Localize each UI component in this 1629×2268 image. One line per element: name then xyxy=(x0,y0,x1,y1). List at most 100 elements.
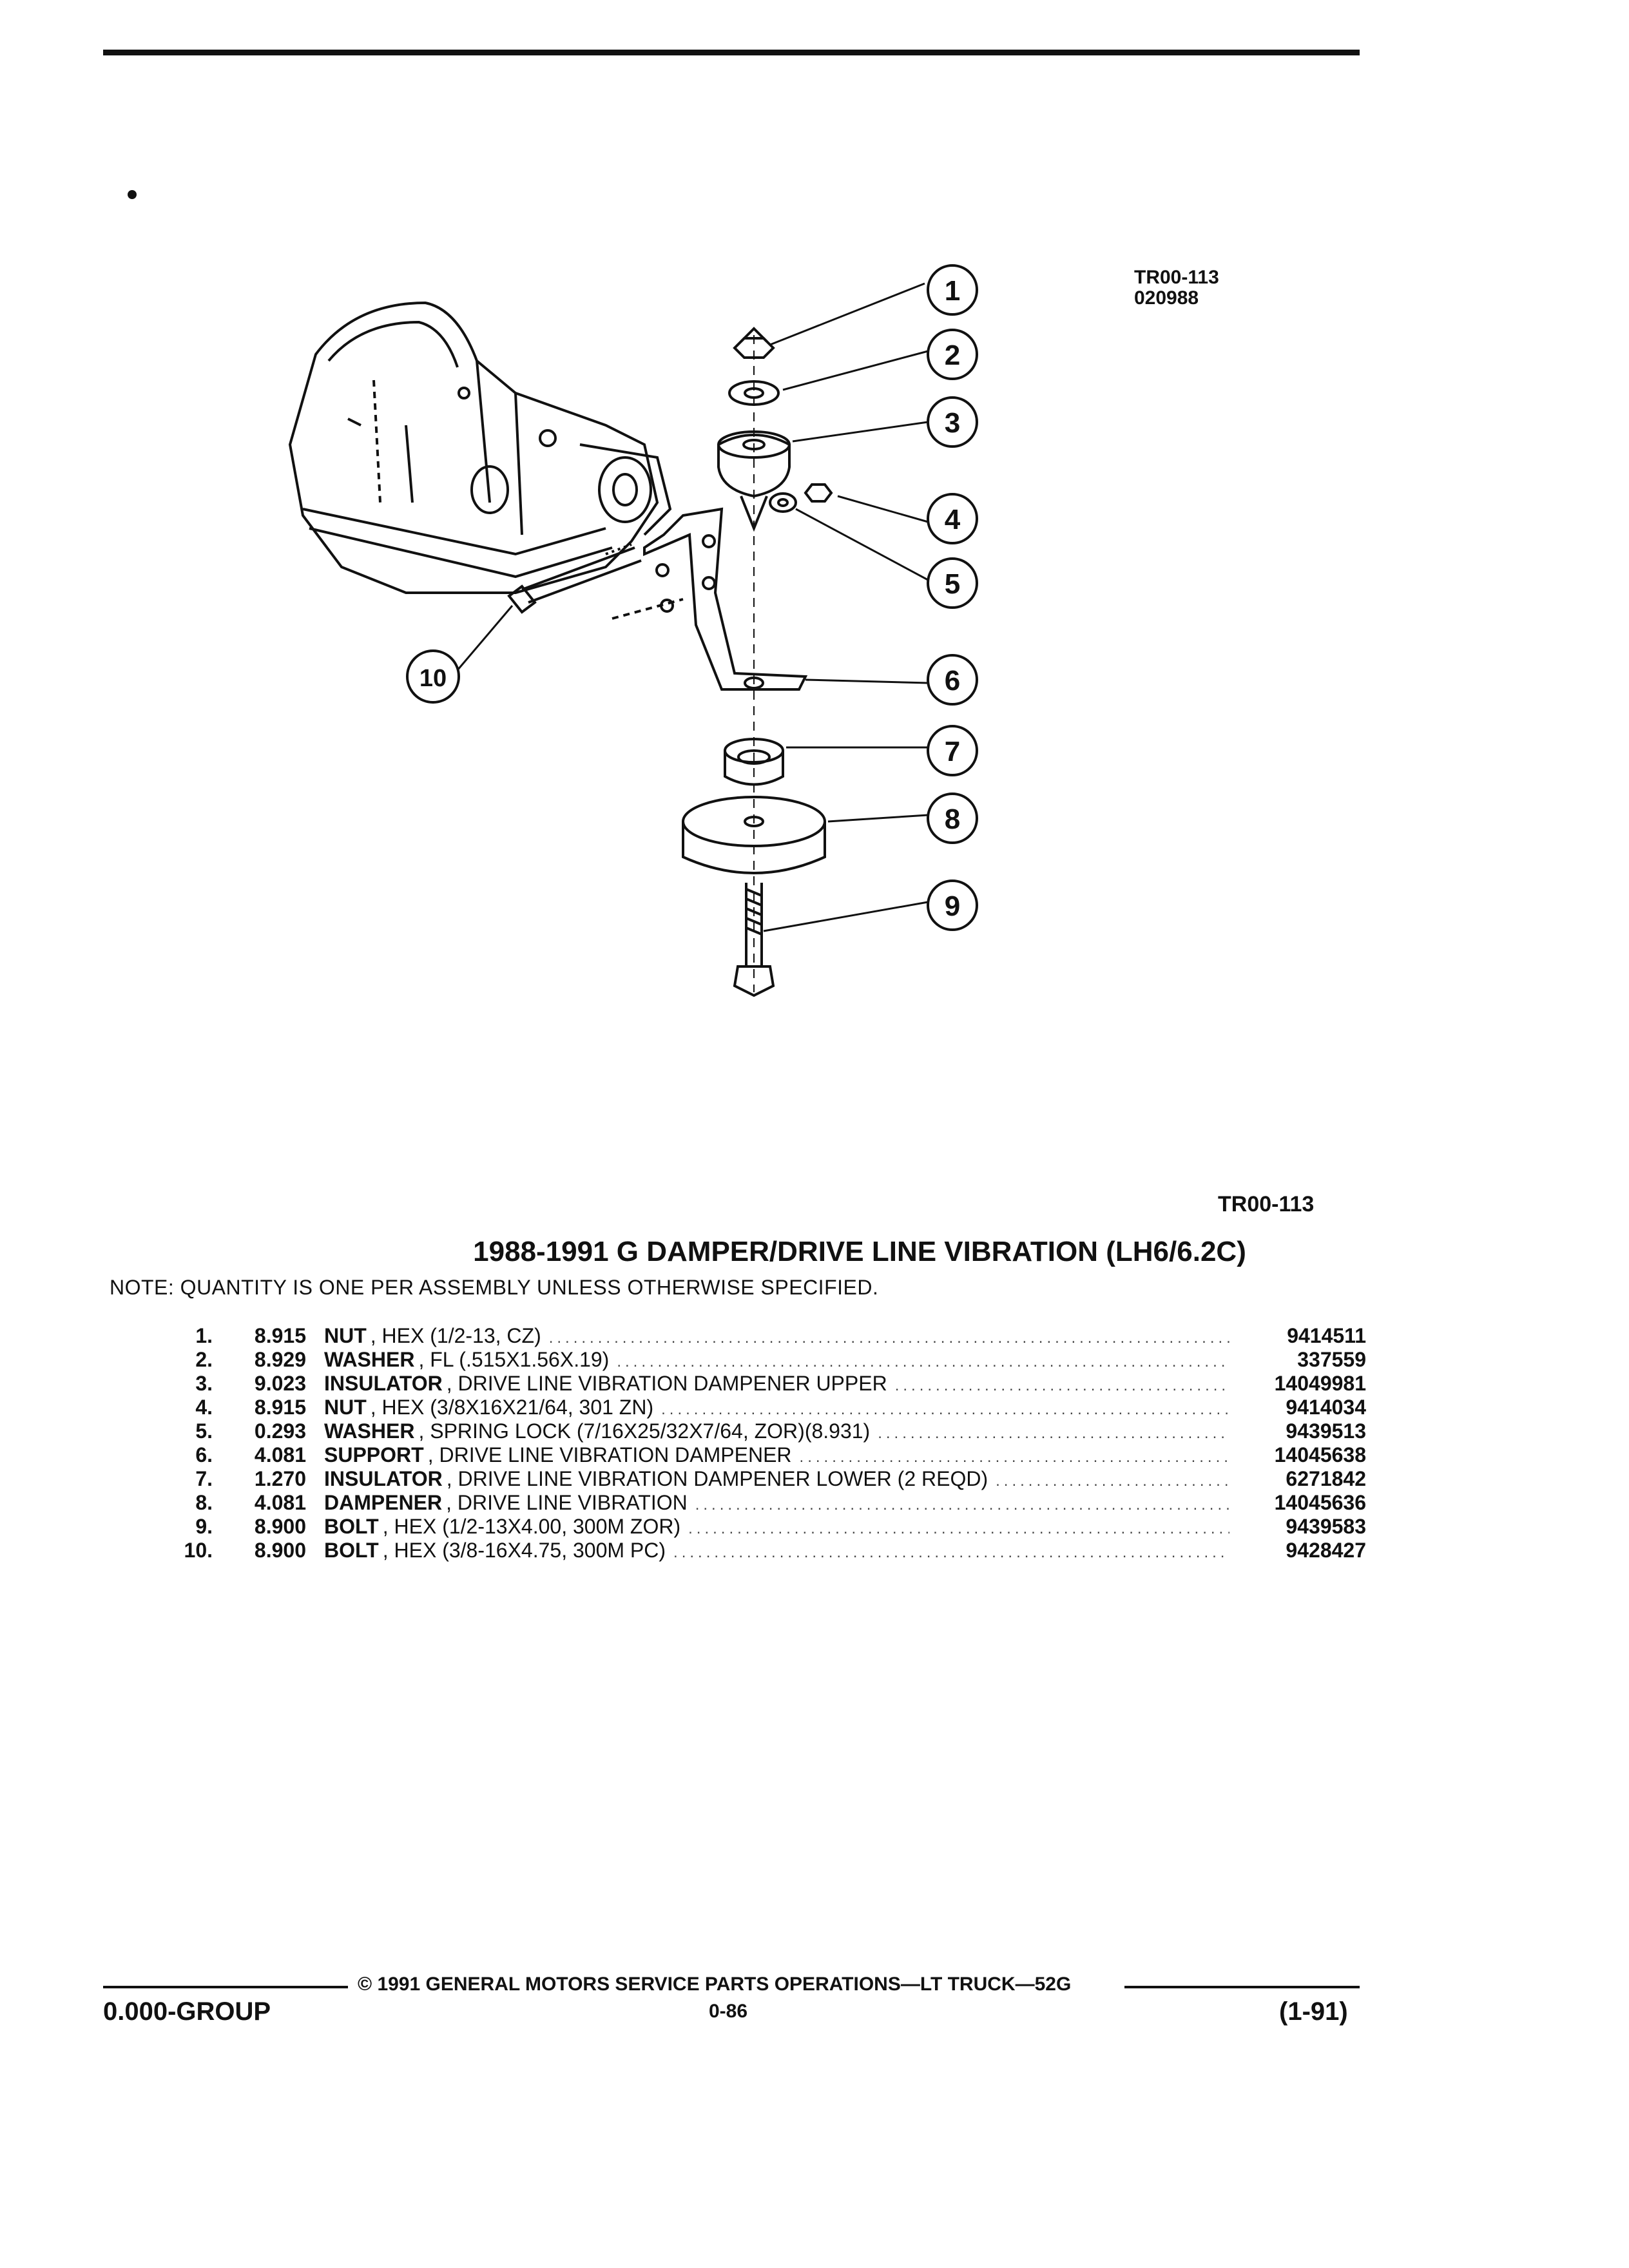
part-group-code: 1.270 xyxy=(254,1467,306,1490)
part-number-index: 10. xyxy=(184,1539,213,1562)
part-description: , DRIVE LINE VIBRATION DAMPENER xyxy=(427,1443,792,1466)
figure-date: 020988 xyxy=(1134,287,1199,309)
part-number: 6271842 xyxy=(1286,1467,1366,1490)
stacked-parts-illustration xyxy=(682,327,833,997)
leader-dots: ........................................… xyxy=(695,1496,1229,1514)
parts-row: 3. 9.023 INSULATOR, DRIVE LINE VIBRATION D… xyxy=(155,1372,1366,1396)
callout-5: 5 xyxy=(945,568,960,600)
footer-group: 0.000-GROUP xyxy=(103,1997,271,2026)
part-name: NUT xyxy=(324,1324,367,1347)
part-group-code: 8.915 xyxy=(254,1396,306,1419)
leader-dots: ........................................… xyxy=(617,1353,1229,1370)
footer-page-number: 0-86 xyxy=(709,2001,748,2022)
support-bracket-illustration xyxy=(612,507,808,691)
parts-row: 8. 4.081 DAMPENER, DRIVE LINE VIBRATION...… xyxy=(155,1491,1366,1515)
part-number: 14045636 xyxy=(1274,1491,1366,1514)
footer-rule-left xyxy=(103,1986,348,1988)
parts-row: 2. 8.929 WASHER, FL (.515X1.56X.19).......… xyxy=(155,1348,1366,1372)
part-description: , DRIVE LINE VIBRATION xyxy=(446,1491,688,1514)
part-number-index: 6. xyxy=(195,1443,213,1466)
part-description: , HEX (3/8X16X21/64, 301 ZN) xyxy=(370,1396,654,1419)
parts-row: 6. 4.081 SUPPORT, DRIVE LINE VIBRATION DAM… xyxy=(155,1443,1366,1467)
leader-dots: ........................................… xyxy=(548,1329,1229,1347)
part-description: , FL (.515X1.56X.19) xyxy=(418,1348,610,1371)
part-number-index: 8. xyxy=(195,1491,213,1514)
page-title: 1988-1991 G DAMPER/DRIVE LINE VIBRATION … xyxy=(473,1236,1246,1267)
part-name: NUT xyxy=(324,1396,367,1419)
part-group-code: 4.081 xyxy=(254,1443,306,1466)
part-description: , SPRING LOCK (7/16X25/32X7/64, ZOR)(8.9… xyxy=(418,1419,871,1443)
callout-10: 10 xyxy=(419,665,447,692)
leader-dots: ........................................… xyxy=(878,1425,1229,1442)
parts-row: 7. 1.270 INSULATOR, DRIVE LINE VIBRATION D… xyxy=(155,1467,1366,1491)
top-rule xyxy=(103,50,1360,55)
part-description: , HEX (3/8-16X4.75, 300M PC) xyxy=(382,1539,666,1562)
part-group-code: 8.929 xyxy=(254,1348,306,1371)
part-number: 14045638 xyxy=(1274,1443,1366,1466)
leader-dots: ........................................… xyxy=(661,1401,1229,1418)
parts-row: 9. 8.900 BOLT, HEX (1/2-13X4.00, 300M ZOR)… xyxy=(155,1515,1366,1539)
part-name: WASHER xyxy=(324,1348,415,1371)
part-name: WASHER xyxy=(324,1419,415,1443)
part-description: , HEX (1/2-13X4.00, 300M ZOR) xyxy=(382,1515,681,1538)
part-number: 9439513 xyxy=(1286,1419,1366,1443)
leader-lines xyxy=(456,282,929,932)
part-name: BOLT xyxy=(324,1515,379,1538)
callout-8: 8 xyxy=(945,803,960,835)
figure-label: TR00-113 xyxy=(1218,1192,1315,1216)
part-name: INSULATOR xyxy=(324,1372,443,1395)
callout-3: 3 xyxy=(945,407,960,439)
footer-copyright: © 1991 GENERAL MOTORS SERVICE PARTS OPER… xyxy=(358,1974,1072,1995)
part-description: , DRIVE LINE VIBRATION DAMPENER LOWER (2… xyxy=(446,1467,988,1490)
part-number: 9439583 xyxy=(1286,1515,1366,1538)
part-number: 9414034 xyxy=(1286,1396,1366,1419)
leader-dots: ........................................… xyxy=(799,1448,1229,1466)
quantity-note: NOTE: QUANTITY IS ONE PER ASSEMBLY UNLES… xyxy=(110,1276,879,1299)
callout-2: 2 xyxy=(945,340,960,371)
callout-6: 6 xyxy=(945,665,960,697)
footer-rule-right xyxy=(1124,1986,1360,1988)
part-number-index: 2. xyxy=(195,1348,213,1371)
part-group-code: 0.293 xyxy=(254,1419,306,1443)
bolt-10-illustration xyxy=(507,543,642,614)
part-name: SUPPORT xyxy=(324,1443,424,1466)
part-number: 337559 xyxy=(1297,1348,1366,1371)
callout-1: 1 xyxy=(945,275,960,307)
callout-4: 4 xyxy=(945,504,961,535)
margin-dot xyxy=(128,190,137,199)
callout-circles xyxy=(406,264,978,931)
part-group-code: 4.081 xyxy=(254,1491,306,1514)
parts-row: 4. 8.915 NUT, HEX (3/8X16X21/64, 301 ZN)..… xyxy=(155,1396,1366,1419)
part-number-index: 1. xyxy=(195,1324,213,1347)
part-number-index: 3. xyxy=(195,1372,213,1395)
part-name: INSULATOR xyxy=(324,1467,443,1490)
part-group-code: 8.900 xyxy=(254,1539,306,1562)
footer-revision: (1-91) xyxy=(1279,1997,1348,2026)
part-group-code: 8.915 xyxy=(254,1324,306,1347)
part-number-index: 4. xyxy=(195,1396,213,1419)
transmission-illustration xyxy=(288,301,672,594)
part-number-index: 9. xyxy=(195,1515,213,1538)
part-name: DAMPENER xyxy=(324,1491,443,1514)
part-description: , HEX (1/2-13, CZ) xyxy=(370,1324,541,1347)
leader-dots: ........................................… xyxy=(996,1472,1229,1490)
part-number: 9428427 xyxy=(1286,1539,1366,1562)
part-name: BOLT xyxy=(324,1539,379,1562)
part-number: 9414511 xyxy=(1287,1324,1366,1347)
leader-dots: ........................................… xyxy=(894,1377,1229,1394)
parts-row: 5. 0.293 WASHER, SPRING LOCK (7/16X25/32X7… xyxy=(155,1419,1366,1443)
part-number: 14049981 xyxy=(1274,1372,1366,1395)
part-group-code: 9.023 xyxy=(254,1372,306,1395)
part-group-code: 8.900 xyxy=(254,1515,306,1538)
leader-dots: ........................................… xyxy=(688,1520,1229,1537)
part-number-index: 5. xyxy=(195,1419,213,1443)
callout-7: 7 xyxy=(945,736,960,767)
parts-row: 1. 8.915 NUT, HEX (1/2-13, CZ)............… xyxy=(155,1324,1366,1348)
figure-code: TR00-113 xyxy=(1134,267,1219,288)
callout-9: 9 xyxy=(945,890,960,922)
leader-dots: ........................................… xyxy=(673,1544,1229,1561)
part-description: , DRIVE LINE VIBRATION DAMPENER UPPER xyxy=(446,1372,887,1395)
parts-row: 10. 8.900 BOLT, HEX (3/8-16X4.75, 300M PC)… xyxy=(155,1539,1366,1562)
part-number-index: 7. xyxy=(195,1467,213,1490)
